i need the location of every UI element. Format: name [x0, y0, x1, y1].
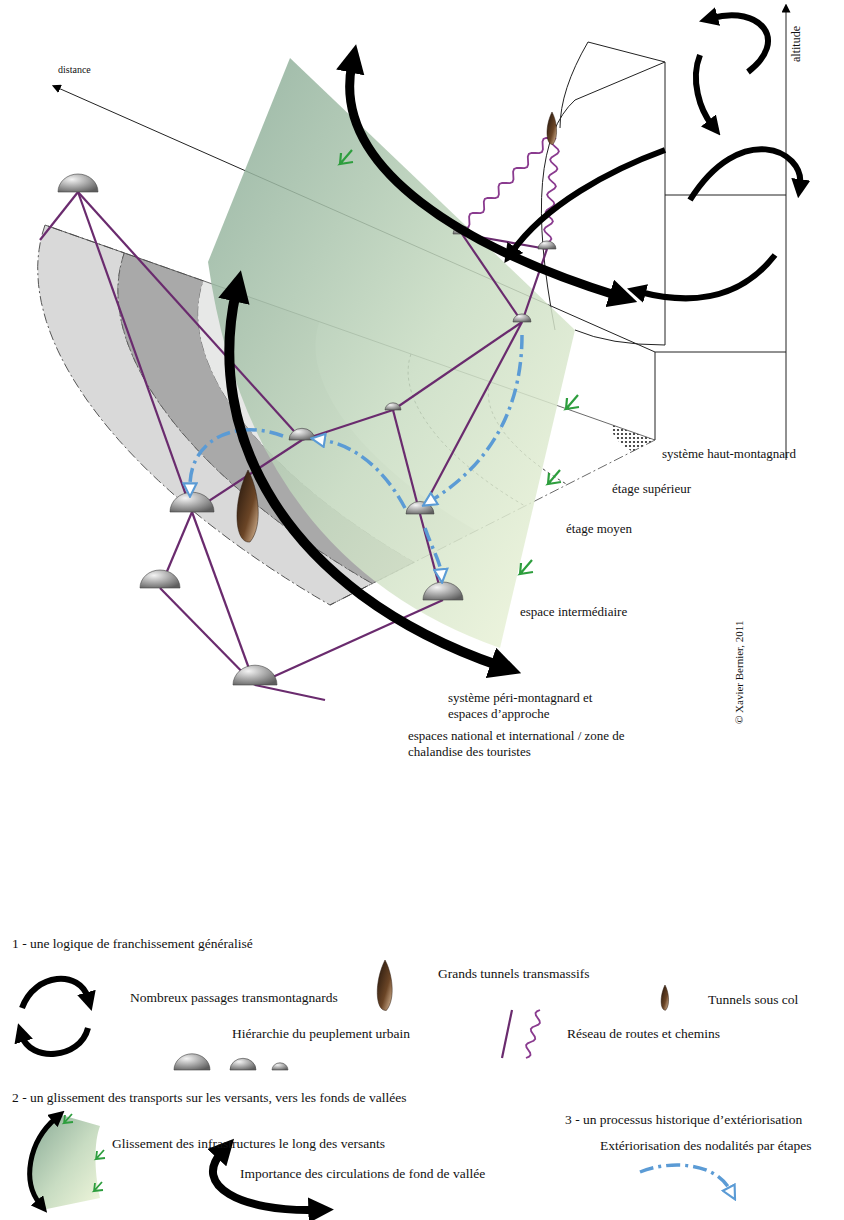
- town-dome: [174, 1054, 210, 1070]
- road: [302, 410, 393, 440]
- slide-tick-sample: [94, 1182, 103, 1191]
- town-dome: [423, 582, 463, 600]
- road-network: [40, 192, 547, 700]
- town-dome: [233, 665, 277, 685]
- axis-label: distance: [58, 64, 91, 76]
- valley-flow: [350, 64, 618, 296]
- road: [393, 410, 420, 514]
- crossing-arrow: [640, 255, 775, 298]
- externalisation-arrow: [322, 440, 405, 508]
- frame-line: [588, 42, 665, 345]
- town-dome: [289, 428, 315, 440]
- town-dome: [513, 314, 531, 322]
- zone-label: espace intermédiaire: [520, 604, 627, 620]
- tunnel-symbol: [661, 985, 668, 1010]
- section-heading: 2 - un glissement des transports sur les…: [12, 1090, 406, 1106]
- crossing-sample: [22, 979, 88, 1008]
- town-dome: [230, 1058, 256, 1070]
- slide-tick: [520, 560, 533, 574]
- road: [393, 322, 522, 410]
- slide-tick-sample: [64, 1114, 73, 1123]
- zone-label: système péri-montagnard et espaces d’app…: [448, 690, 608, 721]
- slide-tick: [340, 150, 353, 164]
- section-heading: 3 - un processus historique d’extérioris…: [565, 1112, 802, 1128]
- zone-label: système haut-montagnard: [662, 446, 796, 462]
- legend-text: Réseau de routes et chemins: [567, 1026, 720, 1042]
- slide-ticks: [340, 150, 579, 574]
- section-heading: 1 - une logique de franchissement généra…: [12, 936, 253, 952]
- frame-line: [575, 62, 665, 100]
- slide-tick: [566, 395, 579, 409]
- road: [40, 192, 78, 240]
- town-dome: [538, 241, 556, 249]
- road: [78, 192, 302, 440]
- tunnel-symbol: [237, 470, 258, 542]
- crossing-arrow: [712, 15, 768, 72]
- frame-line: [575, 330, 665, 345]
- frame-line: [560, 42, 588, 128]
- mountain-path: [462, 138, 550, 228]
- zone-label: étage supérieur: [612, 481, 691, 497]
- crossing-sample: [22, 1028, 88, 1054]
- path-network: [462, 138, 559, 243]
- legend-text: Grands tunnels transmassifs: [438, 966, 589, 982]
- town-dome: [385, 403, 401, 410]
- high-mountain-zone: [612, 425, 655, 452]
- altitude-axis: [786, 8, 787, 460]
- axis-label: altitude: [789, 26, 803, 62]
- town-dome: [140, 570, 180, 588]
- valley-flow: [229, 292, 500, 666]
- crossing-arrow: [696, 55, 712, 125]
- mountain-path: [544, 138, 559, 243]
- town-dome: [406, 501, 434, 514]
- slope-sheet: [208, 58, 575, 648]
- crossing-arrow: [512, 150, 665, 252]
- town-dome: [272, 1063, 288, 1070]
- slide-tick-sample: [96, 1150, 105, 1159]
- externalisation-arrow: [432, 335, 522, 500]
- town-dome: [58, 174, 98, 192]
- externalisation-arrows: [190, 335, 522, 572]
- crossing-arrow: [690, 149, 800, 200]
- legend-text: Extériorisation des nodalités par étapes: [600, 1138, 811, 1154]
- path-sample: [526, 1010, 540, 1058]
- slope-sample-arrow: [30, 1118, 56, 1204]
- road: [420, 322, 522, 514]
- road: [255, 600, 443, 685]
- valley-flow-sample: [213, 1152, 316, 1210]
- copyright-note: © Xavier Bernier, 2011: [733, 621, 746, 724]
- zone-label: espaces national et international / zone…: [408, 728, 630, 759]
- legend-text: Hiérarchie du peuplement urbain: [232, 1026, 410, 1042]
- frame-line: [655, 352, 786, 353]
- legend-text: Glissement des infrastructures le long d…: [112, 1136, 385, 1152]
- road: [255, 685, 325, 700]
- road: [78, 192, 192, 512]
- slope-sample: [29, 1114, 100, 1210]
- frame-line: [665, 195, 786, 196]
- externalisation-arrow: [190, 430, 283, 486]
- legend-text: Importance des circulations de fond de v…: [240, 1166, 485, 1182]
- tunnel-symbol: [547, 112, 557, 144]
- legend-text: Nombreux passages transmontagnards: [130, 990, 338, 1006]
- externalisation-arrow: [425, 528, 441, 572]
- flow-arrows: [229, 15, 800, 666]
- towns: [58, 174, 556, 685]
- externalisation-sample: [640, 1165, 730, 1190]
- road-sample: [502, 1010, 512, 1058]
- frame-line: [655, 352, 656, 440]
- legend-text: Tunnels sous col: [708, 992, 798, 1008]
- legend-samples: [22, 960, 730, 1210]
- town-dome: [170, 492, 214, 512]
- tunnel-symbol: [377, 960, 392, 1010]
- slide-tick: [548, 470, 561, 484]
- zone-label: étage moyen: [566, 521, 632, 537]
